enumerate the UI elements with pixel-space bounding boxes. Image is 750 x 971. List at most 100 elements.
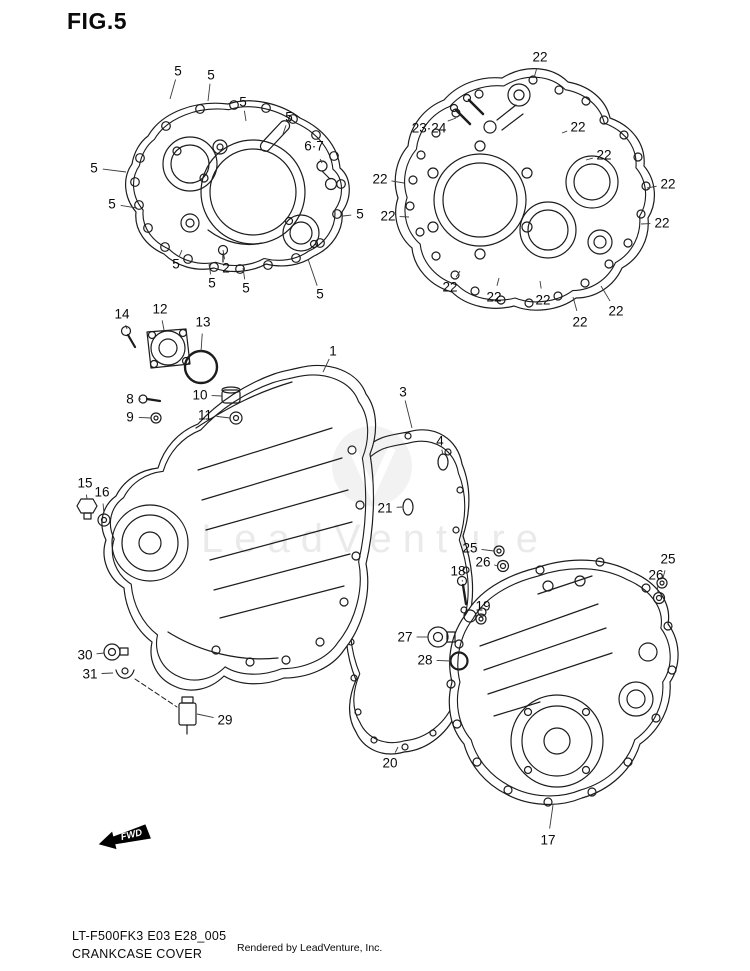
drain-plug-part (76, 498, 98, 520)
callout-label-22[interactable]: 22 (608, 304, 623, 319)
callout-label-31[interactable]: 31 (82, 667, 97, 682)
bolt-part (456, 575, 468, 606)
callout-label-5[interactable]: 5 (208, 276, 216, 291)
callout-leader (319, 158, 323, 164)
callout-label-13[interactable]: 13 (195, 315, 210, 330)
washer-part (652, 591, 666, 605)
callout-label-22[interactable]: 22 (570, 120, 585, 135)
callout-label-22[interactable]: 22 (442, 280, 457, 295)
callout-leader (125, 324, 128, 330)
oil-filler-cap-part (221, 386, 241, 404)
callout-label-11[interactable]: 11 (198, 408, 212, 423)
callout-label-22[interactable]: 22 (596, 148, 611, 163)
watermark: LeadVenture (201, 426, 549, 561)
callout-leader (169, 79, 177, 100)
callout-label-10[interactable]: 10 (192, 388, 207, 403)
callout-label-5[interactable]: 5 (90, 161, 98, 176)
figure-caption: CRANKCASE COVER (72, 947, 203, 961)
callout-label-22[interactable]: 22 (660, 177, 675, 192)
callout-label-21[interactable]: 21 (377, 501, 392, 516)
callout-leader (436, 659, 452, 662)
bolt-holes (211, 445, 365, 667)
bolt-holes (130, 100, 346, 274)
render-credit: Rendered by LeadVenture, Inc. (237, 942, 383, 954)
water-pump-cap-part (146, 328, 191, 369)
callout-label-22[interactable]: 22 (654, 216, 669, 231)
callout-label-12[interactable]: 12 (152, 302, 167, 317)
callout-label-25[interactable]: 25 (462, 541, 477, 556)
callout-leader (242, 267, 246, 280)
callout-label-9[interactable]: 9 (126, 410, 134, 425)
dowel-pin-part (402, 498, 414, 516)
callout-label-6·7[interactable]: 6·7 (304, 139, 324, 154)
callout-leader (138, 416, 152, 419)
callout-label-22[interactable]: 22 (572, 315, 587, 330)
callout-label-5[interactable]: 5 (356, 207, 364, 222)
magneto-cover-drawing (394, 68, 655, 311)
callout-label-5[interactable]: 5 (174, 64, 182, 79)
callout-label-5[interactable]: 5 (242, 281, 250, 296)
callout-label-22[interactable]: 22 (532, 50, 547, 65)
oil-cap-part (103, 643, 129, 661)
callout-label-19[interactable]: 19 (475, 599, 490, 614)
bolt-holes (405, 75, 651, 308)
callout-leader (222, 249, 225, 260)
callout-leader (662, 570, 666, 579)
callout-leader (200, 333, 203, 353)
callout-label-1[interactable]: 1 (329, 344, 337, 359)
callout-label-5[interactable]: 5 (207, 68, 215, 83)
o-ring-part (183, 349, 219, 385)
callout-label-22[interactable]: 22 (535, 293, 550, 308)
callout-label-2[interactable]: 2 (222, 261, 230, 276)
washer-part (150, 412, 162, 424)
callout-leader (549, 804, 554, 829)
clip-part (115, 667, 135, 679)
callout-label-26[interactable]: 26 (475, 555, 490, 570)
cover-ribs (479, 603, 613, 717)
callout-label-16[interactable]: 16 (94, 485, 109, 500)
switch-part (134, 678, 197, 735)
callout-label-14[interactable]: 14 (114, 307, 130, 322)
callout-label-29[interactable]: 29 (217, 713, 232, 728)
callout-leader (307, 258, 318, 286)
callout-leader (102, 168, 127, 173)
callout-label-18[interactable]: 18 (450, 564, 465, 579)
callout-label-5[interactable]: 5 (108, 197, 116, 212)
callout-leader (561, 130, 568, 134)
callout-leader (322, 358, 330, 373)
callout-label-22[interactable]: 22 (486, 290, 501, 305)
callout-label-4[interactable]: 4 (436, 434, 444, 449)
callout-leader (102, 503, 105, 515)
callout-label-5[interactable]: 5 (285, 110, 293, 125)
callout-label-25[interactable]: 25 (660, 552, 675, 567)
cover-ribs (197, 427, 353, 619)
callout-label-3[interactable]: 3 (399, 385, 407, 400)
right-crankcase-cover-drawing (446, 557, 679, 807)
callout-label-22[interactable]: 22 (380, 209, 395, 224)
callout-label-28[interactable]: 28 (417, 653, 432, 668)
callout-label-5[interactable]: 5 (316, 287, 324, 302)
fwd-arrow-shape (98, 824, 151, 850)
diagram-art (76, 68, 679, 807)
callout-label-5[interactable]: 5 (239, 95, 247, 110)
callout-leader (391, 180, 405, 184)
washer-part (496, 559, 510, 573)
callout-label-30[interactable]: 30 (77, 648, 92, 663)
callout-label-15[interactable]: 15 (77, 476, 92, 491)
callout-label-27[interactable]: 27 (397, 630, 412, 645)
callout-leader (161, 320, 165, 331)
callout-leader (394, 746, 399, 753)
callout-leader (646, 185, 657, 189)
callout-label-20[interactable]: 20 (382, 756, 397, 771)
callout-label-5[interactable]: 5 (172, 257, 180, 272)
callout-label-26[interactable]: 26 (648, 568, 663, 583)
callout-label-17[interactable]: 17 (540, 833, 555, 848)
crankcase-cover-gasket-drawing (343, 429, 474, 755)
callout-label-8[interactable]: 8 (126, 392, 134, 407)
callout-leader (656, 586, 659, 594)
callout-leader (216, 415, 231, 419)
callout-label-22[interactable]: 22 (372, 172, 387, 187)
callout-label-23·24[interactable]: 23·24 (412, 121, 447, 136)
watermark-text: LeadVenture (201, 517, 549, 561)
